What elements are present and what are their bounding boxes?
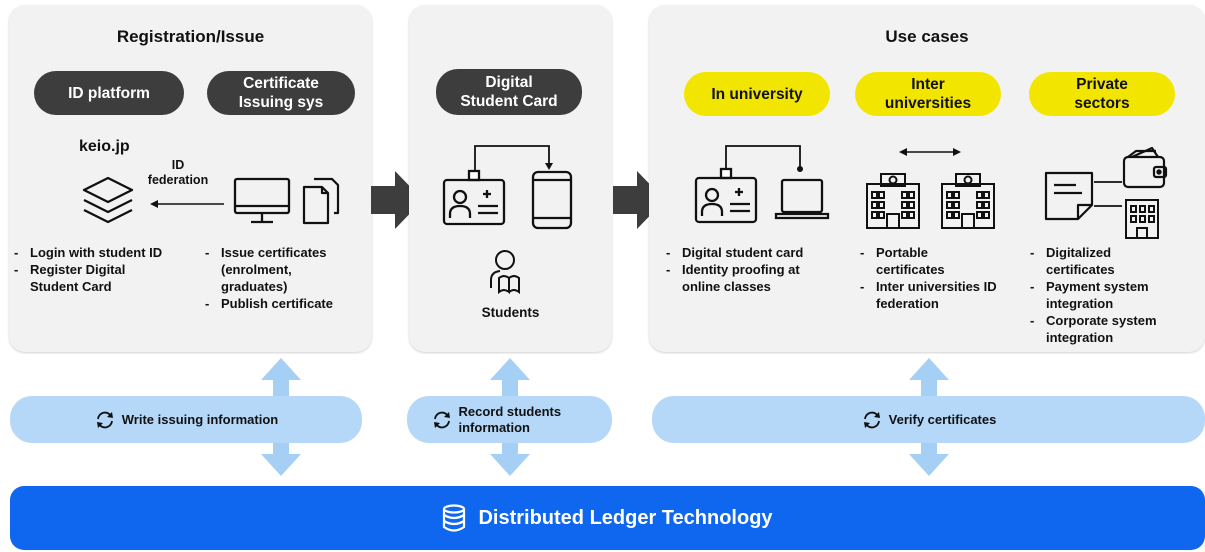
monitor-icon (233, 177, 291, 224)
registration-panel: Registration/Issue ID platform Certifica… (9, 5, 372, 352)
verify-certificates-band: Verify certificates (652, 396, 1205, 443)
list-item: Portable certificates (856, 244, 976, 278)
private-bullets: Digitalized certificates Payment system … (1026, 244, 1201, 346)
list-item: Issue certificates (enrolment, graduates… (201, 244, 351, 295)
university-bullets: Digital student card Identity proofing a… (662, 244, 842, 295)
connector-bracket (474, 145, 553, 170)
federation-arrow-icon (150, 200, 224, 208)
database-icon (442, 504, 466, 532)
list-item: Digital student card (662, 244, 842, 261)
registration-left-bullets: Login with student ID Register Digital S… (10, 244, 210, 295)
verify-certificates-label: Verify certificates (888, 412, 997, 427)
laptop-icon (774, 178, 830, 220)
documents-icon (302, 177, 340, 225)
registration-right-bullets: Issue certificates (enrolment, graduates… (201, 244, 381, 312)
sync-icon (431, 409, 453, 431)
smartphone-icon (531, 170, 573, 230)
wallet-icon (1122, 146, 1168, 189)
keio-label: keio.jp (79, 138, 130, 155)
list-item: Login with student ID (10, 244, 210, 261)
list-item: Publish certificate (201, 295, 381, 312)
sync-icon (861, 409, 883, 431)
id-federation-label: ID federation (147, 158, 209, 187)
university-building-icon (941, 173, 995, 229)
layers-icon (82, 176, 134, 224)
student-icon (490, 250, 520, 295)
list-item: Payment system integration (1026, 278, 1176, 312)
flow-arrow-1 (371, 171, 423, 229)
id-platform-pill: ID platform (34, 71, 184, 115)
flow-arrow-2 (613, 171, 665, 229)
exchange-arrow-icon (899, 148, 961, 156)
write-issuing-label: Write issuing information (121, 412, 279, 427)
connector-lines (1094, 181, 1122, 207)
inter-bullets: Portable certificates Inter universities… (856, 244, 1026, 312)
record-students-band: Record students information (407, 396, 612, 443)
dlt-label: Distributed Ledger Technology (478, 506, 773, 529)
inter-universities-pill: Inter universities (855, 72, 1001, 116)
id-card-icon (694, 167, 758, 224)
certificate-issuing-pill: Certificate Issuing sys (207, 71, 355, 115)
students-label: Students (481, 305, 540, 320)
digital-student-card-pill: Digital Student Card (436, 69, 582, 115)
office-building-icon (1125, 199, 1159, 239)
write-issuing-band: Write issuing information (10, 396, 362, 443)
certificate-icon (1044, 171, 1094, 221)
student-card-panel: Digital Student Card Students (409, 5, 612, 352)
list-item: Digitalized certificates (1026, 244, 1156, 278)
list-item: Identity proofing at online classes (662, 261, 832, 295)
list-item: Register Digital Student Card (10, 261, 160, 295)
record-students-label: Record students information (458, 403, 562, 435)
university-building-icon (866, 173, 920, 229)
use-cases-title: Use cases (885, 27, 969, 46)
id-card-icon (442, 169, 506, 226)
registration-title: Registration/Issue (116, 27, 265, 46)
dlt-bar: Distributed Ledger Technology (10, 486, 1205, 550)
in-university-pill: In university (684, 72, 830, 116)
connector-bracket (725, 145, 803, 172)
sync-icon (94, 409, 116, 431)
private-sectors-pill: Private sectors (1029, 72, 1175, 116)
list-item: Corporate system integration (1026, 312, 1196, 346)
list-item: Inter universities ID federation (856, 278, 1016, 312)
